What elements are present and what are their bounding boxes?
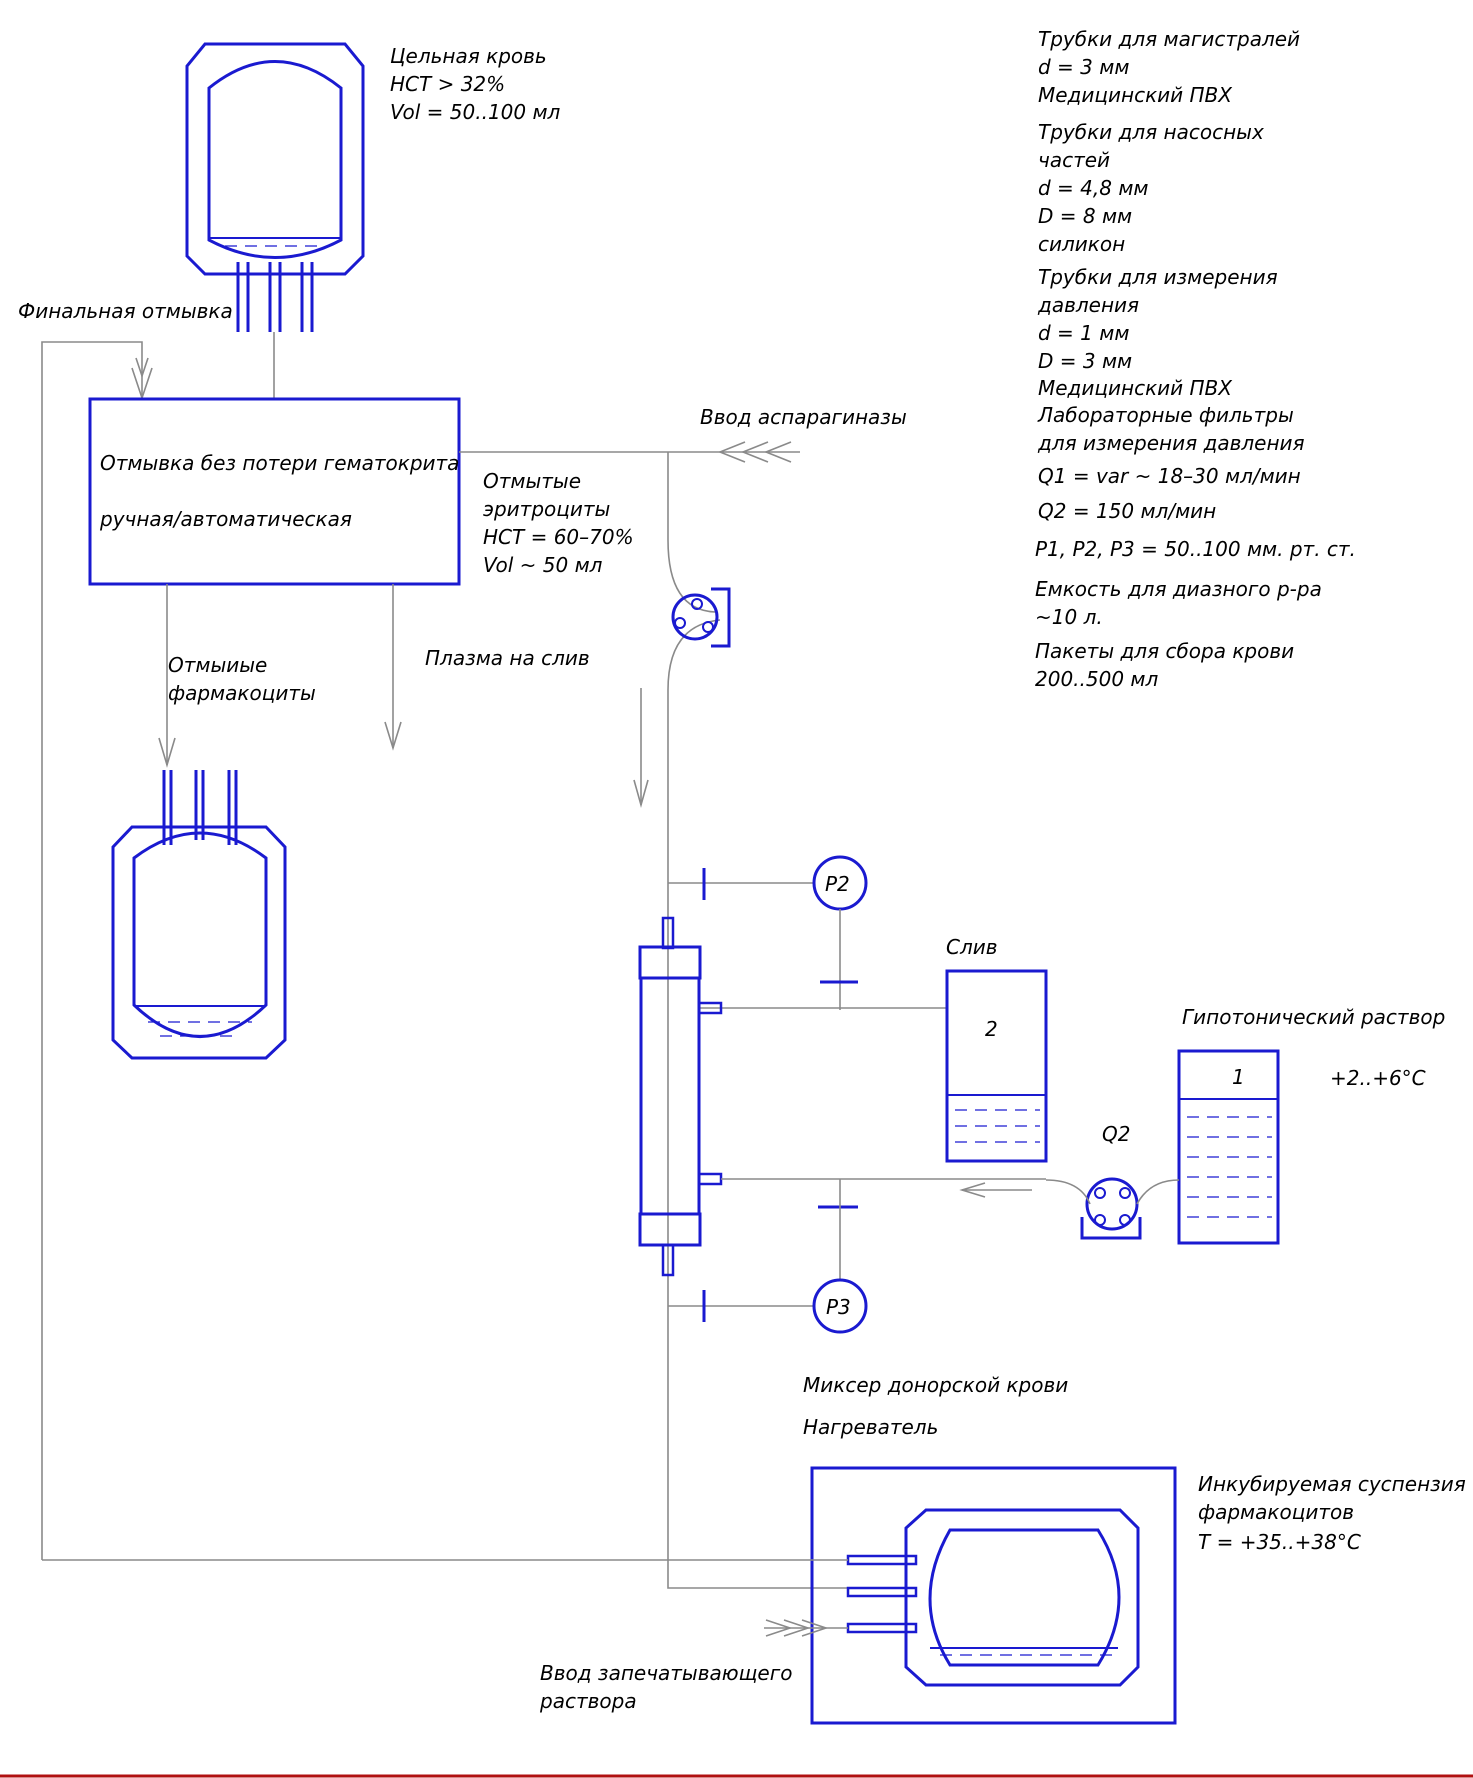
pharmacocytes-bag	[111, 770, 287, 1060]
washed-pharmacocytes-label-1: Отмыиые	[168, 653, 267, 677]
wash-box	[88, 397, 461, 586]
wash-box-label-2: ручная/автоматическая	[99, 507, 352, 531]
final-wash-label: Финальная отмывка	[18, 299, 233, 323]
spec-line: P1, P2, P3 = 50..100 мм. рт. ст.	[1035, 537, 1356, 561]
spec-line: ~10 л.	[1035, 605, 1103, 629]
pharmacocytes-output-arrow	[158, 584, 176, 768]
spec-line: Емкость для диазного р-ра	[1035, 577, 1322, 601]
spec-line: d = 1 мм	[1038, 321, 1129, 345]
washed-rbc-label-1: Отмытые	[483, 469, 581, 493]
washed-rbc-label-3: HCT = 60–70%	[483, 525, 634, 549]
spec-line: для измерения давления	[1037, 431, 1305, 455]
spec-line: Q1 = var ~ 18–30 мл/мин	[1038, 464, 1301, 488]
asparaginase-input-label: Ввод аспарагиназы	[700, 405, 907, 429]
sealing-label-1: Ввод запечатывающего	[540, 1661, 792, 1685]
plasma-drain-arrow	[384, 584, 402, 751]
whole-blood-label-2: HCT > 32%	[390, 72, 505, 96]
washed-rbc-label-2: эритроциты	[483, 497, 610, 521]
drain-label: Слив	[946, 935, 998, 959]
p3-label: P3	[826, 1295, 851, 1319]
spec-line: Трубки для магистралей	[1038, 27, 1300, 51]
hypotonic-feed-line	[721, 1178, 1046, 1198]
hypotonic-label: Гипотонический раствор	[1182, 1005, 1445, 1029]
pump-q2	[1045, 1177, 1180, 1240]
washed-rbc-label-4: Vol ~ 50 мл	[483, 553, 603, 577]
washed-pharmacocytes-label-2: фармакоциты	[168, 681, 316, 705]
whole-blood-bag	[185, 42, 365, 332]
pressure-gauge-p3	[668, 1179, 868, 1334]
drain-number: 2	[985, 1017, 998, 1041]
spec-line: Трубки для насосных	[1038, 120, 1264, 144]
incubator	[810, 1466, 1177, 1725]
spec-line: Q2 = 150 мл/мин	[1038, 499, 1216, 523]
incubated-label-1: Инкубируемая суспензия	[1198, 1472, 1466, 1496]
specs-block: Трубки для магистралей d = 3 мм Медицинс…	[1035, 27, 1356, 691]
incubated-label-2: фармакоцитов	[1198, 1500, 1354, 1524]
sealing-label-2: раствора	[539, 1689, 637, 1713]
whole-blood-label-1: Цельная кровь	[390, 44, 547, 68]
pump-q2-label: Q2	[1102, 1122, 1130, 1146]
spec-line: 200..500 мл	[1035, 667, 1159, 691]
line-to-pump-q1	[667, 452, 716, 613]
spec-line: Медицинский ПВХ	[1038, 376, 1233, 400]
filter-column	[638, 916, 723, 1277]
spec-line: Медицинский ПВХ	[1038, 83, 1233, 107]
spec-line: d = 4,8 мм	[1038, 176, 1149, 200]
flow-arrow-down	[633, 688, 649, 808]
hypotonic-temperature: +2..+6°C	[1330, 1066, 1426, 1090]
main-line	[667, 619, 862, 1589]
pressure-gauge-p2	[668, 855, 947, 1010]
asparaginase-input-arrows	[459, 441, 800, 463]
spec-line: D = 8 мм	[1038, 204, 1132, 228]
plasma-drain-label: Плазма на слив	[425, 646, 590, 670]
heater-label: Нагреватель	[803, 1415, 938, 1439]
hypotonic-container	[1177, 1049, 1280, 1245]
spec-line: силикон	[1038, 232, 1125, 256]
spec-line: d = 3 мм	[1038, 55, 1129, 79]
hypotonic-number: 1	[1232, 1065, 1245, 1089]
spec-line: D = 3 мм	[1038, 349, 1132, 373]
mixer-label: Миксер донорской крови	[803, 1373, 1068, 1397]
spec-line: Пакеты для сбора крови	[1035, 639, 1294, 663]
wash-box-label-1: Отмывка без потери гематокрита	[100, 451, 459, 475]
spec-line: Лабораторные фильтры	[1037, 403, 1294, 427]
sealing-input-arrows	[764, 1619, 848, 1637]
spec-line: давления	[1037, 293, 1139, 317]
spec-line: Трубки для измерения	[1038, 265, 1278, 289]
drain-container	[945, 969, 1048, 1163]
pump-q1	[671, 587, 731, 648]
whole-blood-label-3: Vol = 50..100 мл	[390, 100, 561, 124]
p2-label: P2	[825, 872, 850, 896]
spec-line: частей	[1038, 148, 1110, 172]
incubated-label-3: T = +35..+38°C	[1198, 1530, 1361, 1554]
